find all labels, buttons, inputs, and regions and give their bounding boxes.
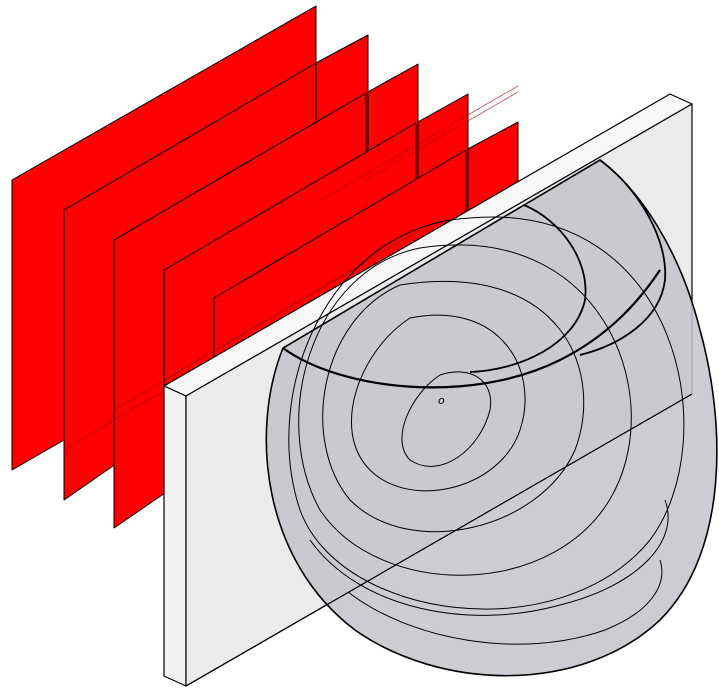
center-point-label: o [438, 394, 445, 407]
barrier-side-face [164, 386, 186, 686]
